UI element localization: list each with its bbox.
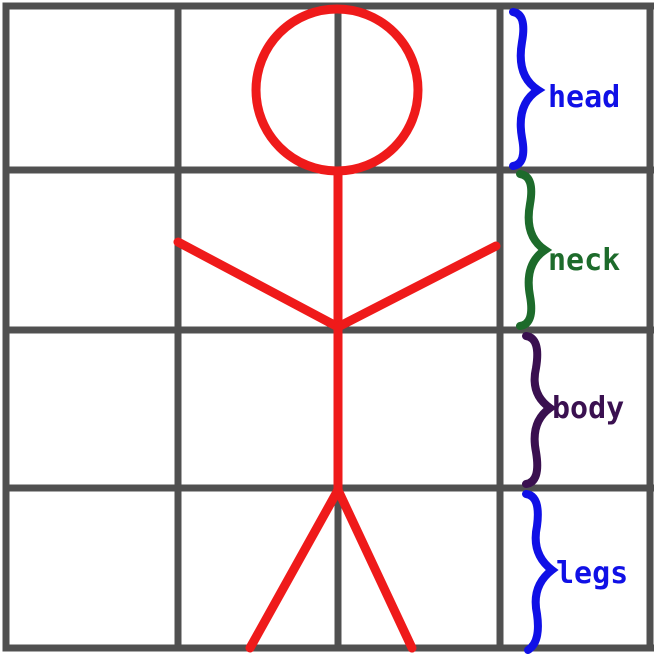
head-label: head bbox=[548, 80, 620, 115]
body-label: body bbox=[552, 391, 624, 426]
neck-label: neck bbox=[548, 243, 620, 278]
legs-label: legs bbox=[556, 556, 628, 591]
